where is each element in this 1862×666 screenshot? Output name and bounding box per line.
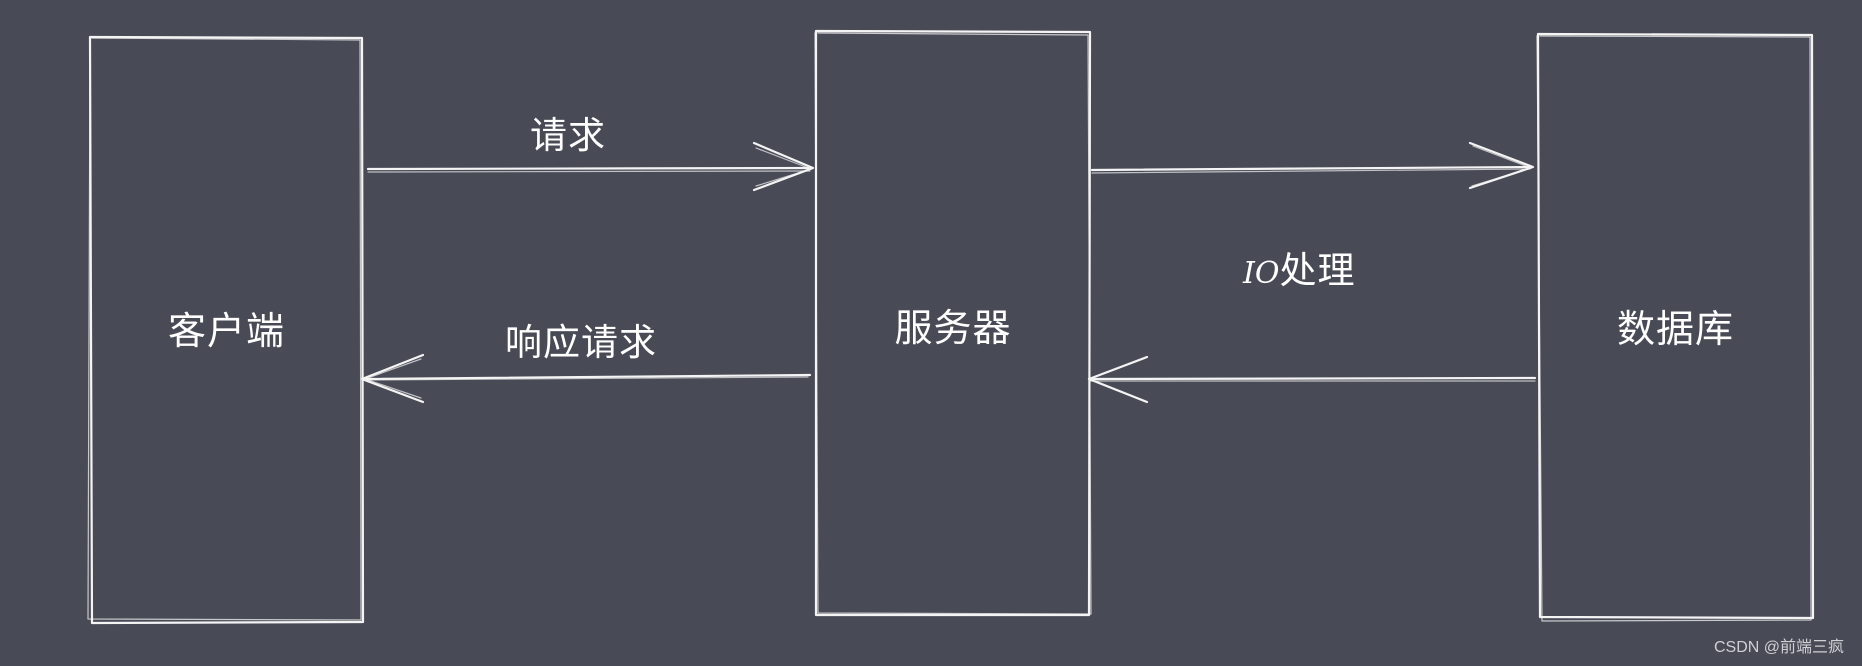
arrow-server-to-database: [1090, 141, 1535, 190]
database-box: [1536, 32, 1815, 622]
server-box: [814, 29, 1092, 617]
response-label: 响应请求: [505, 321, 657, 364]
arrow-request: [366, 141, 815, 192]
watermark: CSDN @前端三疯: [1713, 639, 1844, 656]
database-label: 数据库: [1616, 307, 1734, 351]
arrow-io: [1087, 355, 1537, 404]
io-prefix: IO: [1243, 256, 1280, 291]
server-label: 服务器: [894, 306, 1012, 350]
io-processing-label: IO处理: [1243, 251, 1355, 294]
arrow-response: [360, 353, 812, 404]
request-label: 请求: [530, 114, 606, 157]
client-label: 客户端: [167, 309, 285, 353]
io-processing-text: 处理: [1279, 249, 1356, 292]
client-box: [87, 35, 365, 625]
